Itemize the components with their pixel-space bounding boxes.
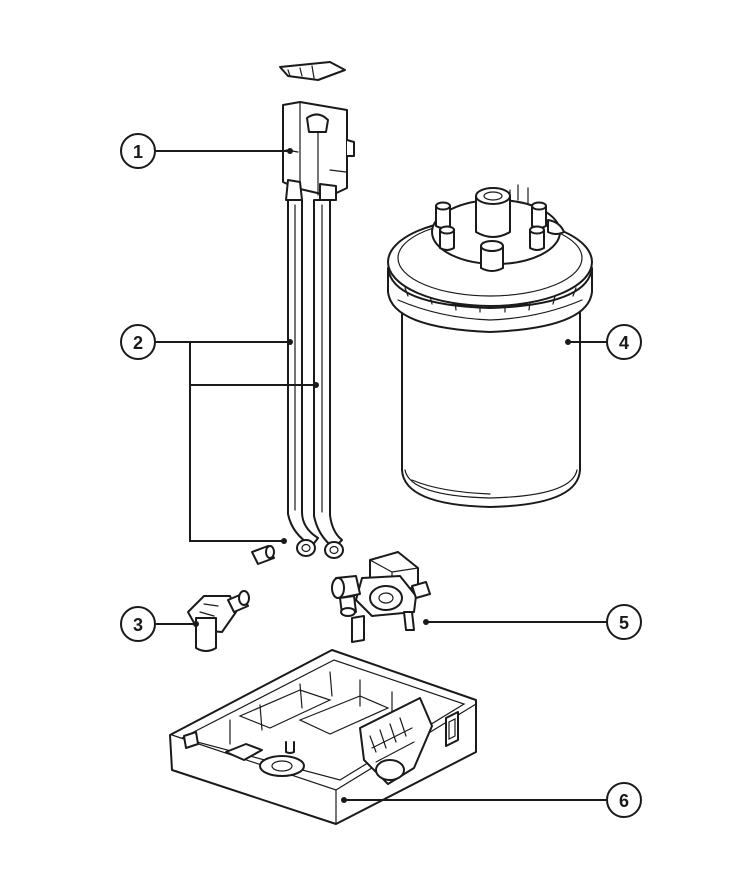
part-4-steam-cylinder: [387, 184, 593, 508]
callout-4: 4: [606, 324, 642, 360]
callout-2: 2: [120, 324, 156, 360]
callout-5-label: 5: [619, 613, 629, 633]
callout-5: 5: [606, 604, 642, 640]
callout-1: 1: [120, 133, 156, 169]
part-6-base-tray: [169, 649, 477, 825]
callout-6-label: 6: [619, 791, 629, 811]
callout-6: 6: [606, 782, 642, 818]
part-5-valve-assembly: [331, 551, 431, 643]
part-2-hoses: [251, 199, 344, 565]
leader-lines: [156, 148, 606, 803]
callout-4-label: 4: [619, 333, 629, 353]
callout-2-label: 2: [133, 333, 143, 353]
callout-3: 3: [120, 606, 156, 642]
callout-1-label: 1: [133, 142, 143, 162]
part-3-small-valve: [187, 590, 250, 652]
callout-3-label: 3: [133, 615, 143, 635]
part-1-connector-block: [279, 61, 355, 201]
